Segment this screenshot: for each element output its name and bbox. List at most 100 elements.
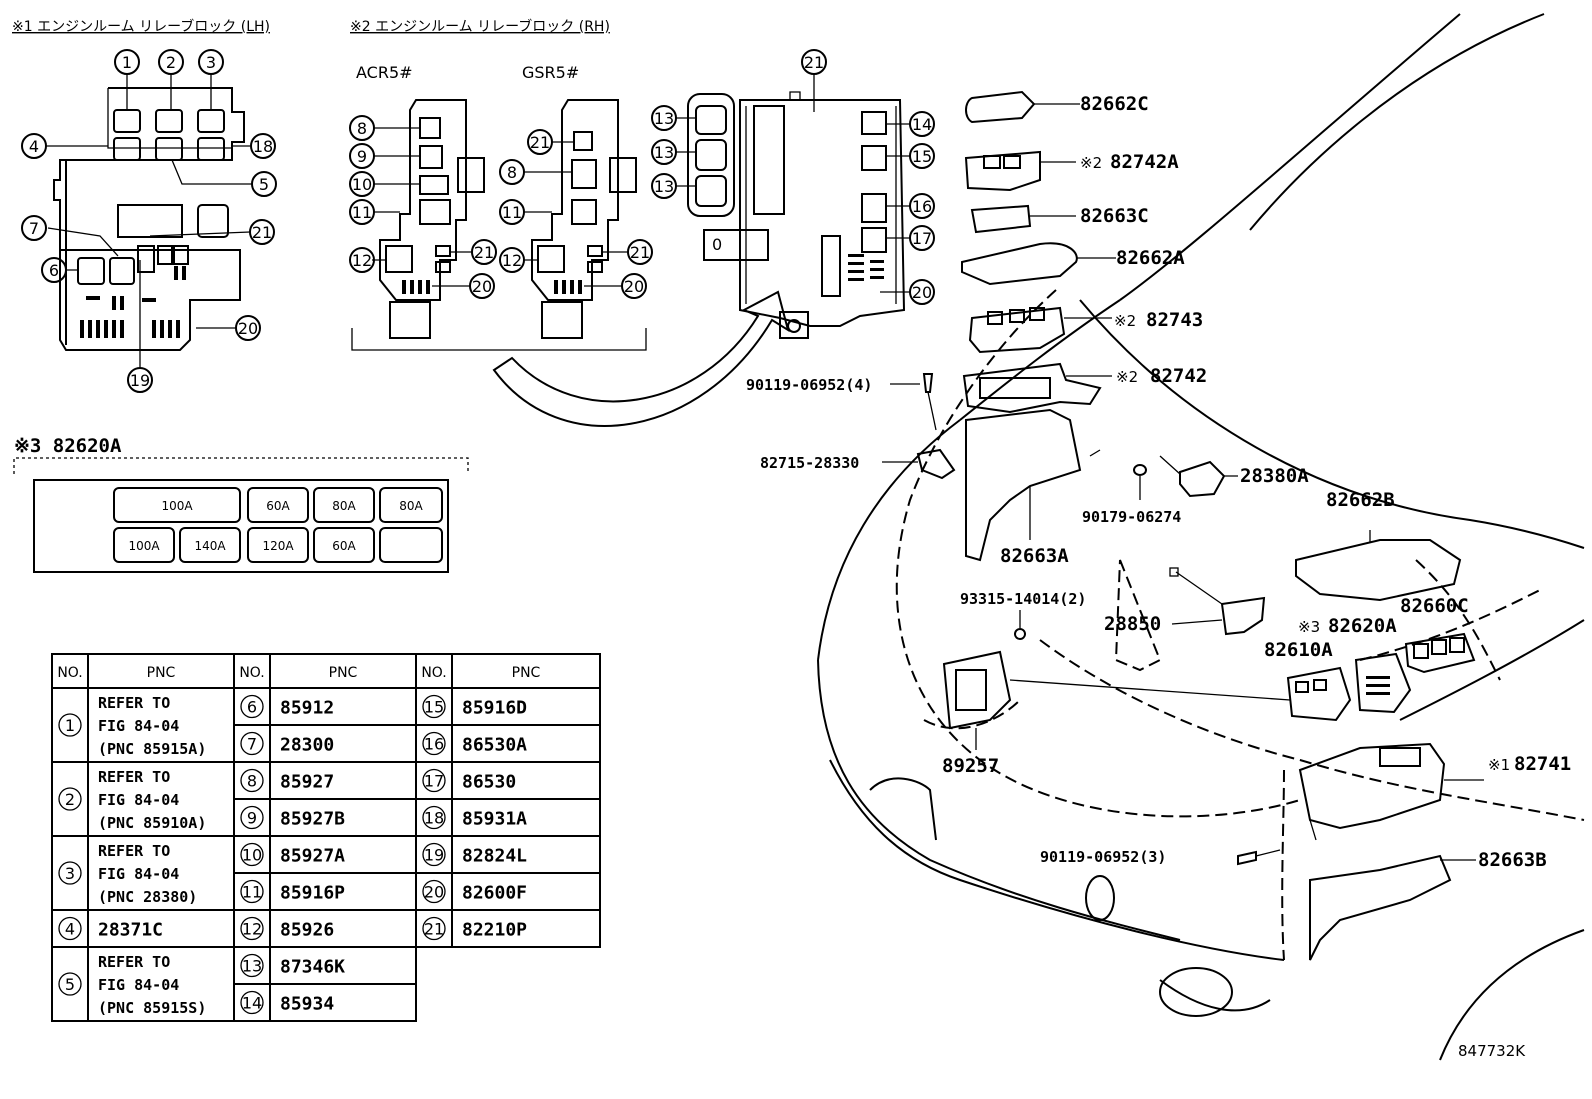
- pnc-value: FIG 84-04: [98, 717, 179, 735]
- pnc-value: 87346K: [280, 957, 345, 978]
- row-number-circle: [422, 842, 446, 867]
- label-82663A: 82663A: [1000, 545, 1069, 567]
- callout-4: 4: [29, 137, 39, 156]
- row-number: 17: [424, 772, 444, 791]
- callout-16: 16: [912, 197, 932, 216]
- label-82620A: 82620A: [1328, 615, 1397, 637]
- acr5-board: 8 9 10 11 12 21 20: [349, 99, 497, 339]
- pnc-value: REFER TO: [98, 953, 170, 971]
- label-28380A: 28380A: [1240, 465, 1309, 487]
- label-93315: 93315-14014(2): [960, 590, 1086, 608]
- pnc-value: 85927: [280, 772, 334, 793]
- callout-8: 8: [507, 163, 517, 182]
- callout-12: 12: [502, 251, 522, 270]
- fuse-r2-2: 140A: [194, 539, 226, 553]
- pnc-value: REFER TO: [98, 768, 170, 786]
- label-89257: 89257: [942, 755, 999, 777]
- pnc-value: 85927A: [280, 846, 345, 867]
- row-number: 5: [65, 975, 75, 994]
- row-number-circle: [422, 694, 446, 719]
- lh-relay-block: [53, 87, 245, 351]
- callout-13: 13: [654, 109, 674, 128]
- callout-18: 18: [253, 137, 273, 156]
- callout-20: 20: [912, 283, 932, 302]
- pnc-value: 85916P: [280, 883, 345, 904]
- row-number-circle: [240, 879, 264, 904]
- pnc-value: 85916D: [462, 698, 527, 719]
- pnc-value: 82600F: [462, 883, 527, 904]
- row-number: 20: [424, 883, 444, 902]
- label-82662C: 82662C: [1080, 93, 1149, 115]
- pnc-value: FIG 84-04: [98, 791, 179, 809]
- pnc-value: (PNC 85915A): [98, 740, 206, 758]
- row-number-circle: [58, 916, 82, 941]
- label-82610A: 82610A: [1264, 639, 1333, 661]
- label-82743: 82743: [1146, 309, 1203, 331]
- row-number-circle: [240, 916, 264, 941]
- col-pnc-header: PNC: [329, 665, 358, 681]
- lh-callouts: 1 2 3 4 18 5 7 21 6 20 19: [21, 49, 277, 393]
- pnc-value: 86530A: [462, 735, 527, 756]
- callout-5: 5: [259, 175, 269, 194]
- bracket: [351, 328, 647, 351]
- pnc-value: FIG 84-04: [98, 976, 179, 994]
- callout-21: 21: [804, 53, 824, 72]
- row-number-circle: [240, 731, 264, 756]
- pnc-value: 85927B: [280, 809, 345, 830]
- pnc-value: 85926: [280, 920, 334, 941]
- callout-1: 1: [122, 53, 132, 72]
- row-number: 19: [424, 846, 444, 865]
- mark-82620A: ※3: [1298, 618, 1320, 636]
- row-number-circle: [240, 805, 264, 830]
- rh-main-block: 0 13 13 13 21 14 15 16 17 20: [651, 49, 935, 339]
- callout-6: 6: [49, 261, 59, 280]
- fuse-r1-1: 100A: [161, 499, 193, 513]
- part-labels: 82662C ※2 82742A 82663C 82662A ※2 82743 …: [746, 93, 1571, 1060]
- callout-9: 9: [357, 147, 367, 166]
- callout-21: 21: [530, 133, 550, 152]
- row-number: 12: [242, 920, 262, 939]
- pnc-value: 82824L: [462, 846, 527, 867]
- box-o-label: 0: [712, 235, 722, 254]
- col-pnc-header: PNC: [512, 665, 541, 681]
- col-pnc-header: PNC: [147, 665, 176, 681]
- pnc-value: (PNC 85910A): [98, 814, 206, 832]
- gsr5-board: 21 8 11 12 21 20: [499, 99, 653, 339]
- row-number: 2: [65, 790, 75, 809]
- callout-12: 12: [352, 251, 372, 270]
- callout-13: 13: [654, 177, 674, 196]
- callout-14: 14: [912, 115, 932, 134]
- pnc-value: (PNC 28380): [98, 888, 197, 906]
- header-lh: ※1 エンジンルーム リレーブロック (LH): [12, 18, 270, 35]
- mark-82743: ※2: [1114, 312, 1136, 330]
- label-82662A: 82662A: [1116, 247, 1185, 269]
- row-number: 15: [424, 698, 444, 717]
- callout-2: 2: [166, 53, 176, 72]
- row-number-circle: [240, 990, 264, 1015]
- pnc-value: 85931A: [462, 809, 527, 830]
- exploded-parts: [882, 90, 1484, 961]
- row-number: 21: [424, 920, 444, 939]
- callout-19: 19: [130, 371, 150, 390]
- label-82715: 82715-28330: [760, 454, 859, 472]
- fusebox-title: ※3 82620A: [14, 435, 122, 457]
- row-number: 18: [424, 809, 444, 828]
- row-number: 1: [65, 716, 75, 735]
- label-90119-3: 90119-06952(3): [1040, 848, 1166, 866]
- label-82662B: 82662B: [1326, 489, 1395, 511]
- row-number-circle: [58, 972, 82, 996]
- row-number: 9: [247, 809, 257, 828]
- fuse-r2-1: 100A: [128, 539, 160, 553]
- row-number-circle: [240, 953, 264, 978]
- mark-82742A: ※2: [1080, 154, 1102, 172]
- callout-8: 8: [357, 119, 367, 138]
- callout-11: 11: [502, 203, 522, 222]
- row-number-circle: [58, 713, 82, 737]
- label-82742A: 82742A: [1110, 151, 1179, 173]
- col-no-header: NO.: [421, 665, 446, 681]
- row-number-circle: [240, 694, 264, 719]
- pnc-value: 86530: [462, 772, 516, 793]
- row-number: 3: [65, 864, 75, 883]
